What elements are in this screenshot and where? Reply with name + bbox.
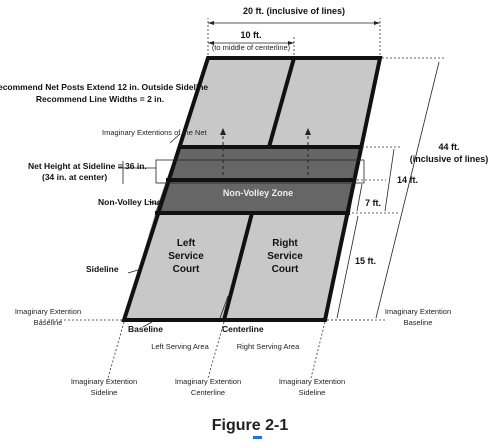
sideline-extension-right [310, 321, 326, 379]
baseline-label: Baseline [128, 324, 163, 334]
arrow-up-icon [220, 128, 226, 135]
left-court-label: Service [168, 251, 204, 262]
nvz-total-label: 14 ft. [397, 175, 418, 185]
court-boundary [121, 56, 383, 322]
baseline-pointer [142, 321, 153, 328]
arrow-up-icon [305, 128, 311, 135]
sideline-extension-left-label: Sideline [91, 388, 118, 397]
line-widths-note: Recommend Line Widths = 2 in. [36, 94, 164, 104]
right-court-label: Service [267, 251, 303, 262]
centerline-label: Centerline [222, 324, 264, 334]
baseline-extension-right-label: Baseline [404, 318, 433, 327]
arrow-left-icon [208, 21, 214, 25]
sideline-extension-left-label: Imaginary Extention [71, 377, 137, 386]
left-court-label: Left [177, 238, 196, 249]
baseline-extension-left-label: Baseline [34, 318, 63, 327]
centerline-extension-label: Imaginary Extention [175, 377, 241, 386]
net-post-box [155, 159, 365, 184]
far-centerline [267, 57, 296, 148]
length-total-note: (inclusive of lines) [410, 154, 489, 164]
non-volley-line-label: Non-Volley Line [98, 197, 162, 207]
arrow-left-icon [208, 41, 214, 45]
arrow-right-icon [374, 21, 380, 25]
text-cursor [253, 436, 262, 439]
baseline-extension-left-label: Imaginary Extention [15, 307, 81, 316]
right-court-label: Right [272, 238, 298, 249]
length-total-dim-line [375, 61, 440, 319]
net-height-label: Net Height at Sideline = 36 in. [28, 161, 147, 171]
service-depth-dim-line [336, 215, 359, 319]
sideline-extension-right-label: Imaginary Extention [279, 377, 345, 386]
service-depth-label: 15 ft. [355, 256, 376, 266]
length-total-label: 44 ft. [438, 142, 459, 152]
non-volley-zone-label: Non-Volley Zone [223, 188, 293, 198]
non-volley-line-pointer [147, 200, 163, 207]
left-court-label: Court [173, 264, 200, 275]
nvz-half-dim-line [356, 183, 363, 212]
near-centerline [222, 212, 254, 321]
right-serving-area-label: Right Serving Area [237, 342, 300, 351]
sideline-pointer [127, 269, 139, 274]
centerline-extension-label: Centerline [191, 388, 225, 397]
right-court-label: Court [272, 264, 299, 275]
nvz-half-label: 7 ft. [365, 198, 381, 208]
sideline-extension-left [107, 321, 125, 379]
baseline-extension-right-label: Imaginary Extention [385, 307, 451, 316]
sideline-extension-right-label: Sideline [299, 388, 326, 397]
nvz-total-dim-line [384, 148, 395, 212]
figure-caption: Figure 2-1 [211, 417, 289, 434]
width-half-label: 10 ft. [240, 30, 261, 40]
arrow-right-icon [288, 41, 294, 45]
centerline-pointer [219, 295, 229, 319]
width-total-label: 20 ft. (inclusive of lines) [243, 6, 345, 16]
net-extension-label: Imaginary Extentions of the Net [102, 128, 208, 137]
net-height-center-label: (34 in. at center) [42, 172, 107, 182]
sideline-label: Sideline [86, 264, 119, 274]
net-posts-note: Recommend Net Posts Extend 12 in. Outsid… [0, 82, 208, 92]
left-serving-area-label: Left Serving Area [151, 342, 209, 351]
centerline-extension [207, 321, 225, 379]
far-service-area [178, 58, 380, 147]
net-extension-pointer [169, 133, 181, 144]
width-half-note: (to middle of centerline) [212, 43, 291, 52]
